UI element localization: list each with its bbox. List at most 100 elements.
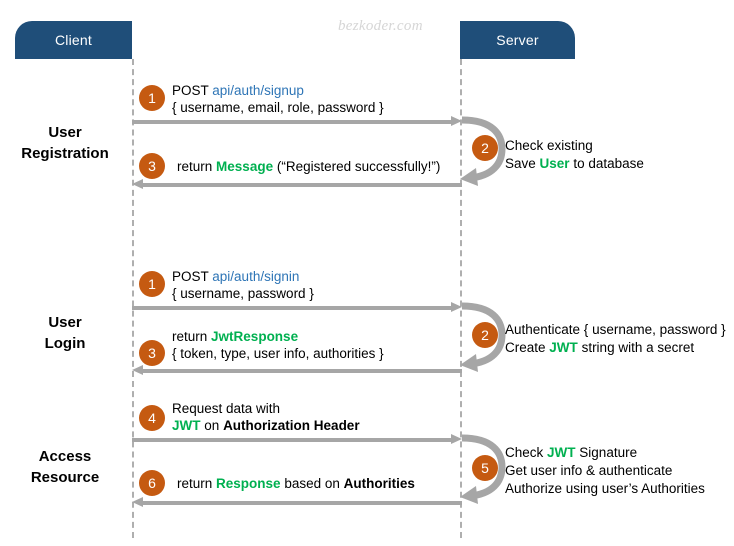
note-resource-processing: Check JWT Signature Get user info & auth…: [505, 444, 705, 498]
message-line-2: JWT on Authorization Header: [172, 417, 360, 434]
arrow-head: [132, 497, 143, 507]
watermark-bezkoder: bezkoder.com: [338, 18, 423, 34]
message-line-1: Request data with: [172, 401, 281, 416]
arrow-signup-request: [132, 116, 462, 127]
step-number: 1: [148, 276, 156, 292]
return-keyword: return: [172, 329, 208, 344]
step-circle-2-signup-processing: 2: [472, 135, 498, 161]
section-label-line1: User: [48, 124, 82, 141]
step-circle-2-signin-processing: 2: [472, 322, 498, 348]
message-line-1: return Response based on Authorities: [177, 475, 415, 492]
step-number: 2: [481, 140, 489, 156]
section-label-user-registration: User Registration: [0, 122, 130, 164]
section-label-line1: Access: [38, 448, 92, 465]
selfloop-svg: [460, 302, 506, 372]
message-signup-response: return Message (“Registered successfully…: [177, 158, 440, 175]
step-circle-4-resource-request: 4: [139, 405, 165, 431]
token-jwt: JWT: [172, 418, 201, 433]
note-line-2: Save User to database: [505, 155, 644, 173]
section-label-user-login: User Login: [0, 312, 130, 354]
arrow-shaft: [141, 183, 462, 187]
step-circle-1-signin: 1: [139, 271, 165, 297]
message-connector: on: [204, 418, 220, 433]
message-line-1: return JwtResponse: [172, 328, 384, 345]
step-number: 2: [481, 327, 489, 343]
arrow-shaft: [141, 369, 462, 373]
arrow-resource-request: [132, 434, 462, 445]
section-label-access-resource: Access Resource: [0, 446, 130, 488]
actor-label-server: Server: [496, 32, 539, 48]
arrow-head: [132, 179, 143, 189]
section-label-line2: Resource: [30, 469, 100, 486]
note-line-2: Create JWT string with a secret: [505, 339, 726, 357]
return-keyword: return: [177, 159, 213, 174]
arrow-head: [451, 434, 462, 444]
selfloop-arrow-signin-processing: [458, 298, 514, 372]
message-signin-response: return JwtResponse { token, type, user i…: [172, 328, 384, 362]
arrow-head: [451, 302, 462, 312]
step-circle-3-signup-response: 3: [139, 153, 165, 179]
response-type: Response: [216, 476, 281, 491]
token-jwt: JWT: [549, 340, 578, 355]
arrow-shaft: [132, 120, 453, 124]
note-prefix: Save: [505, 156, 536, 171]
actor-box-client: Client: [15, 21, 132, 59]
authorization-header: Authorization Header: [223, 418, 360, 433]
selfloop-arrow-signup-processing: [458, 112, 514, 186]
arrow-signup-response: [132, 179, 462, 190]
note-suffix: Signature: [579, 445, 638, 460]
note-line-1: Check existing: [505, 138, 593, 153]
step-number: 1: [148, 90, 156, 106]
note-prefix: Check: [505, 445, 544, 460]
note-line-1: Check JWT Signature: [505, 444, 705, 462]
note-line-1: Authenticate { username, password }: [505, 322, 726, 337]
arrow-shaft: [132, 438, 453, 442]
http-method: POST: [172, 269, 209, 284]
selfloop-svg: [460, 116, 506, 186]
arrow-head: [132, 365, 143, 375]
response-type: JwtResponse: [211, 329, 299, 344]
note-prefix: Create: [505, 340, 546, 355]
note-signup-processing: Check existing Save User to database: [505, 137, 644, 173]
step-circle-6-resource-response: 6: [139, 470, 165, 496]
section-label-line2: Registration: [21, 145, 109, 162]
arrow-signin-response: [132, 365, 462, 376]
step-number: 3: [148, 158, 156, 174]
selfloop-svg: [460, 434, 506, 504]
actor-label-client: Client: [55, 32, 92, 48]
message-resource-request: Request data with JWT on Authorization H…: [172, 400, 360, 434]
step-number: 5: [481, 460, 489, 476]
arrow-shaft: [132, 306, 453, 310]
message-connector: based on: [284, 476, 340, 491]
step-number: 6: [148, 475, 156, 491]
note-signin-processing: Authenticate { username, password } Crea…: [505, 321, 726, 357]
response-type: Message: [216, 159, 274, 174]
endpoint-path: api/auth/signin: [212, 269, 300, 284]
step-number: 3: [148, 345, 156, 361]
section-label-line1: User: [48, 314, 82, 331]
actor-box-server: Server: [460, 21, 575, 59]
arrow-shaft: [141, 501, 462, 505]
step-circle-1-signup: 1: [139, 85, 165, 111]
message-line-2: { username, email, role, password }: [172, 100, 384, 115]
note-suffix: string with a secret: [581, 340, 695, 355]
response-payload: (“Registered successfully!”): [276, 159, 441, 174]
arrow-resource-response: [132, 497, 462, 508]
endpoint-path: api/auth/signup: [212, 83, 304, 98]
entity-user: User: [539, 156, 570, 171]
lifeline-client: [132, 59, 134, 538]
note-line-3: Authorize using user’s Authorities: [505, 481, 705, 496]
step-circle-5-resource-processing: 5: [472, 455, 498, 481]
lifeline-server: [460, 59, 462, 538]
authorities-label: Authorities: [343, 476, 415, 491]
arrow-signin-request: [132, 302, 462, 313]
http-method: POST: [172, 83, 209, 98]
message-line-1: POST api/auth/signin: [172, 268, 314, 285]
return-keyword: return: [177, 476, 213, 491]
message-resource-response: return Response based on Authorities: [177, 475, 415, 492]
note-line-2: Get user info & authenticate: [505, 463, 673, 478]
message-line-2: { username, password }: [172, 286, 314, 301]
step-number: 4: [148, 410, 156, 426]
section-label-line2: Login: [44, 335, 86, 352]
